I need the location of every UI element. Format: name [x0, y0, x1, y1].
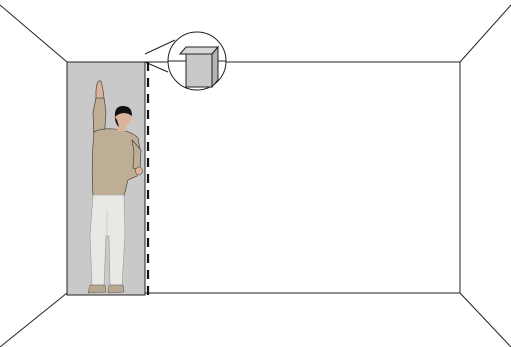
top-marker [147, 62, 149, 71]
corner-line-top-right [459, 4, 511, 63]
magnifier-detail-icon [167, 31, 227, 91]
corner-line-bottom-left [0, 292, 68, 347]
person-installing-icon [87, 80, 143, 294]
corner-line-top-left [0, 4, 68, 63]
corner-line-bottom-right [459, 292, 511, 347]
